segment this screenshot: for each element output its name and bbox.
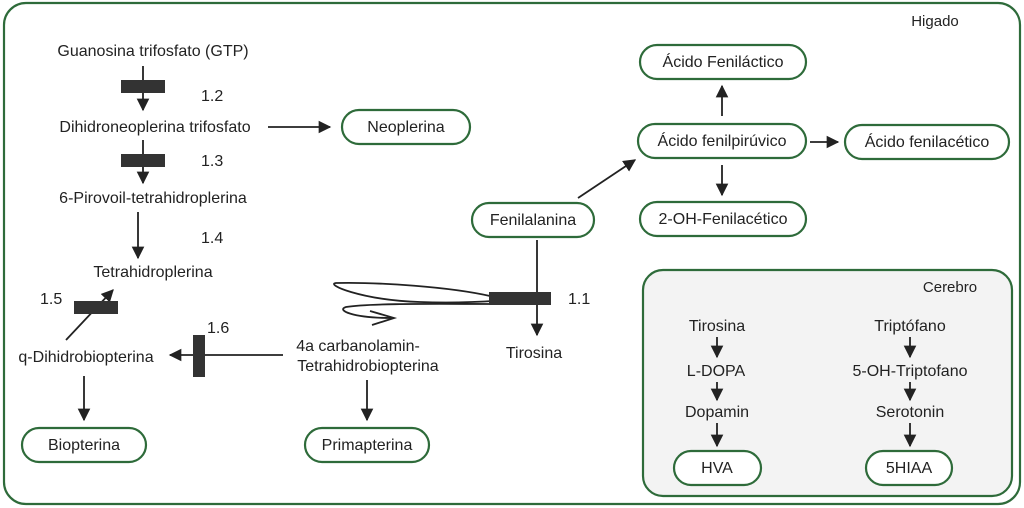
pill-acido-fenilacetico — [843, 123, 1011, 161]
node-carbinolamin-line1: 4a carbanolamin- — [296, 338, 420, 355]
node-brain-oh-triptofano: 5-OH-Triptofano — [853, 363, 968, 380]
enzyme-block-1-3 — [121, 154, 165, 167]
edge-fenilalanina-to-fenilpiruvico — [577, 159, 637, 199]
step-1-4: 1.4 — [201, 230, 223, 247]
node-acido-fenilpiruvico: Ácido fenilpirúvico — [658, 131, 787, 150]
enzyme-block-1-5 — [74, 301, 118, 314]
step-1-2: 1.2 — [201, 88, 223, 105]
node-tetrahidroplerina: Tetrahidroplerina — [93, 264, 212, 281]
node-brain-5hiaa: 5HIAA — [886, 460, 933, 477]
enzyme-block-1-2 — [121, 80, 165, 93]
node-acido-fenilacetico: Ácido fenilacético — [865, 132, 990, 151]
pill-biopterina — [20, 426, 148, 464]
step-1-5: 1.5 — [40, 291, 62, 308]
pill-acido-fenilactico — [638, 43, 808, 81]
node-brain-serotonin: Serotonin — [876, 404, 945, 421]
curved-arrow-inner — [342, 302, 491, 319]
node-tirosina: Tirosina — [506, 345, 562, 362]
node-acido-fenilactico: Ácido Feniláctico — [663, 52, 784, 71]
node-q-dihidrobiopterina: q-Dihidrobiopterina — [18, 349, 153, 366]
node-brain-triptofano: Triptófano — [874, 318, 946, 335]
node-fenilalanina: Fenilalanina — [490, 212, 576, 229]
brain-label: Cerebro — [923, 279, 977, 296]
pill-neoplerina — [340, 108, 472, 146]
node-pirovoil-tetrahidroplerina: 6-Pirovoil-tetrahidroplerina — [59, 190, 247, 207]
pill-fenilalanina — [470, 201, 596, 239]
curved-arrow-head — [369, 310, 398, 326]
step-1-6: 1.6 — [207, 320, 229, 337]
edge-qdihidro-to-tetrahidroplerina — [65, 289, 114, 341]
step-1-3: 1.3 — [201, 153, 223, 170]
node-carbinolamin-line2: Tetrahidrobiopterina — [297, 358, 439, 375]
node-brain-ldopa: L-DOPA — [687, 363, 746, 380]
brain-region-box — [641, 268, 1014, 498]
pill-primapterina — [303, 426, 431, 464]
enzyme-block-1-6 — [193, 335, 205, 377]
node-brain-tirosina: Tirosina — [689, 318, 745, 335]
pill-brain-5hiaa — [864, 449, 954, 487]
node-primapterina: Primapterina — [322, 437, 413, 454]
liver-label: Higado — [911, 13, 959, 30]
node-gtp: Guanosina trifosfato (GTP) — [57, 43, 248, 60]
node-oh-fenilacetico: 2-OH-Fenilacético — [659, 211, 788, 228]
pill-acido-fenilpiruvico — [636, 122, 808, 160]
node-dihidroneoplerina-trifosfato: Dihidroneoplerina trifosfato — [59, 119, 250, 136]
enzyme-block-1-1 — [489, 292, 551, 305]
node-brain-hva: HVA — [701, 460, 733, 477]
pill-brain-hva — [672, 449, 763, 487]
node-biopterina: Biopterina — [48, 437, 120, 454]
step-1-1: 1.1 — [568, 291, 590, 308]
curved-arrow-outer — [333, 281, 511, 304]
pill-oh-fenilacetico — [638, 200, 808, 238]
node-brain-dopamin: Dopamin — [685, 404, 749, 421]
node-neoplerina: Neoplerina — [367, 119, 444, 136]
